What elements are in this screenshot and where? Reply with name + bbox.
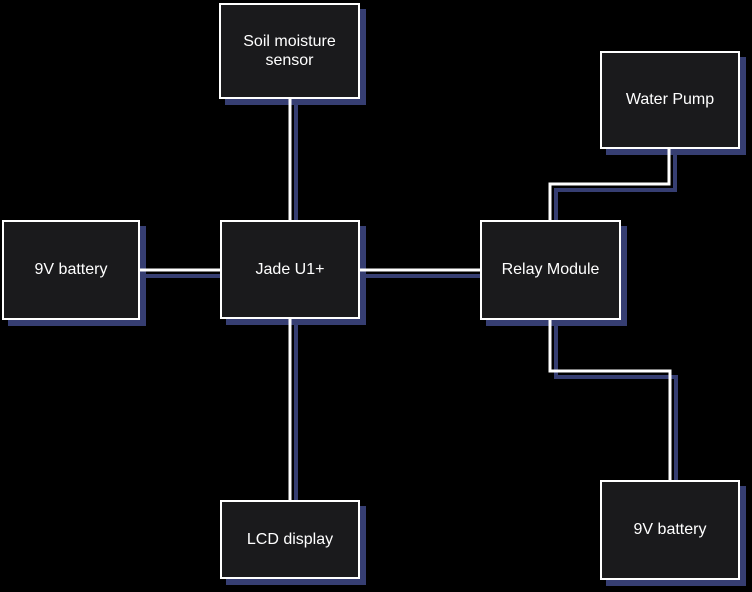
node-battery-left: 9V battery [2,220,140,320]
node-jade-u1: Jade U1+ [220,220,360,319]
node-relay-module: Relay Module [480,220,621,320]
node-label: 9V battery [34,261,108,279]
node-soil-moisture-sensor: Soil moisture sensor [219,3,360,99]
node-label: Relay Module [501,261,600,279]
node-label: LCD display [246,530,334,548]
edge-shadow-relay-module--battery-right [554,325,678,487]
edge-shadow-water-pump--relay-module [554,154,677,227]
node-battery-right: 9V battery [600,480,740,580]
edge-relay-module--battery-right [548,319,672,481]
node-label: Water Pump [625,91,715,109]
node-water-pump: Water Pump [600,51,740,149]
node-lcd-display: LCD display [220,500,360,579]
edge-water-pump--relay-module [548,148,671,221]
node-label: 9V battery [633,521,707,539]
node-label: Soil moisture sensor [243,32,336,69]
node-label: Jade U1+ [255,260,325,278]
